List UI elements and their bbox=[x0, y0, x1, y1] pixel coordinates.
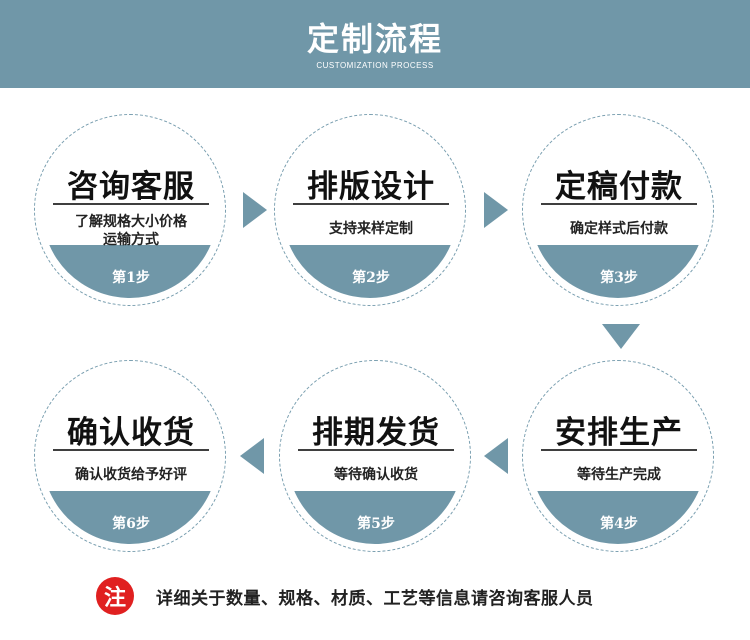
step-2: 排版设计 支持来样定制 第2步 bbox=[274, 114, 468, 308]
step-cap bbox=[530, 245, 706, 298]
step-title: 安排生产 bbox=[555, 415, 683, 451]
step-1: 咨询客服 了解规格大小价格 运输方式 第1步 bbox=[34, 114, 228, 308]
arrow-down-icon bbox=[602, 324, 640, 349]
arrow-right-icon bbox=[243, 192, 267, 228]
step-label: 第1步 bbox=[112, 270, 150, 286]
step-3: 定稿付款 确定样式后付款 第3步 bbox=[522, 114, 716, 308]
dashed-ring bbox=[274, 114, 466, 306]
step-circle bbox=[530, 122, 706, 298]
step-description: 确认收货给予好评 bbox=[75, 467, 187, 483]
step-6: 确认收货 确认收货给予好评 第6步 bbox=[34, 360, 228, 554]
divider bbox=[541, 449, 697, 451]
step-title: 定稿付款 bbox=[555, 169, 683, 205]
dashed-ring bbox=[522, 114, 714, 306]
divider bbox=[53, 203, 209, 205]
step-label: 第5步 bbox=[357, 516, 395, 532]
step-description: 支持来样定制 bbox=[329, 221, 413, 237]
dashed-ring bbox=[522, 360, 714, 552]
step-circle bbox=[287, 368, 463, 544]
step-label: 第3步 bbox=[600, 270, 638, 286]
divider bbox=[293, 203, 449, 205]
step-circle bbox=[282, 122, 458, 298]
step-cap bbox=[287, 491, 463, 544]
arrow-left-icon bbox=[240, 438, 264, 474]
step-description: 等待生产完成 bbox=[577, 467, 661, 483]
step-circle bbox=[42, 122, 218, 298]
description-line: 运输方式 bbox=[103, 232, 159, 248]
step-cap bbox=[282, 245, 458, 298]
dashed-ring bbox=[279, 360, 471, 552]
arrow-left-icon bbox=[484, 438, 508, 474]
step-description: 了解规格大小价格 运输方式 bbox=[34, 213, 228, 249]
divider bbox=[541, 203, 697, 205]
note-badge: 注 bbox=[96, 577, 134, 615]
divider bbox=[298, 449, 454, 451]
header-banner: 定制流程 CUSTOMIZATION PROCESS bbox=[0, 0, 750, 88]
step-5: 排期发货 等待确认收货 第5步 bbox=[279, 360, 473, 554]
footer-note: 注 详细关于数量、规格、材质、工艺等信息请咨询客服人员 bbox=[96, 576, 594, 616]
page-title: 定制流程 bbox=[306, 20, 443, 58]
step-title: 排期发货 bbox=[312, 415, 440, 451]
dashed-ring bbox=[34, 114, 226, 306]
step-description: 确定样式后付款 bbox=[570, 221, 668, 237]
step-description: 等待确认收货 bbox=[334, 467, 418, 483]
step-label: 第2步 bbox=[352, 270, 390, 286]
step-label: 第6步 bbox=[112, 516, 150, 532]
step-cap bbox=[530, 491, 706, 544]
step-title: 确认收货 bbox=[67, 415, 195, 451]
note-text: 详细关于数量、规格、材质、工艺等信息请咨询客服人员 bbox=[156, 588, 594, 609]
description-line: 了解规格大小价格 bbox=[75, 214, 187, 230]
step-4: 安排生产 等待生产完成 第4步 bbox=[522, 360, 716, 554]
divider bbox=[53, 449, 209, 451]
dashed-ring bbox=[34, 360, 226, 552]
step-title: 排版设计 bbox=[307, 169, 435, 205]
step-circle bbox=[530, 368, 706, 544]
step-cap bbox=[42, 245, 218, 298]
step-cap bbox=[42, 491, 218, 544]
page-subtitle: CUSTOMIZATION PROCESS bbox=[316, 61, 434, 70]
step-label: 第4步 bbox=[600, 516, 638, 532]
arrow-right-icon bbox=[484, 192, 508, 228]
step-circle bbox=[42, 368, 218, 544]
step-title: 咨询客服 bbox=[67, 169, 195, 205]
